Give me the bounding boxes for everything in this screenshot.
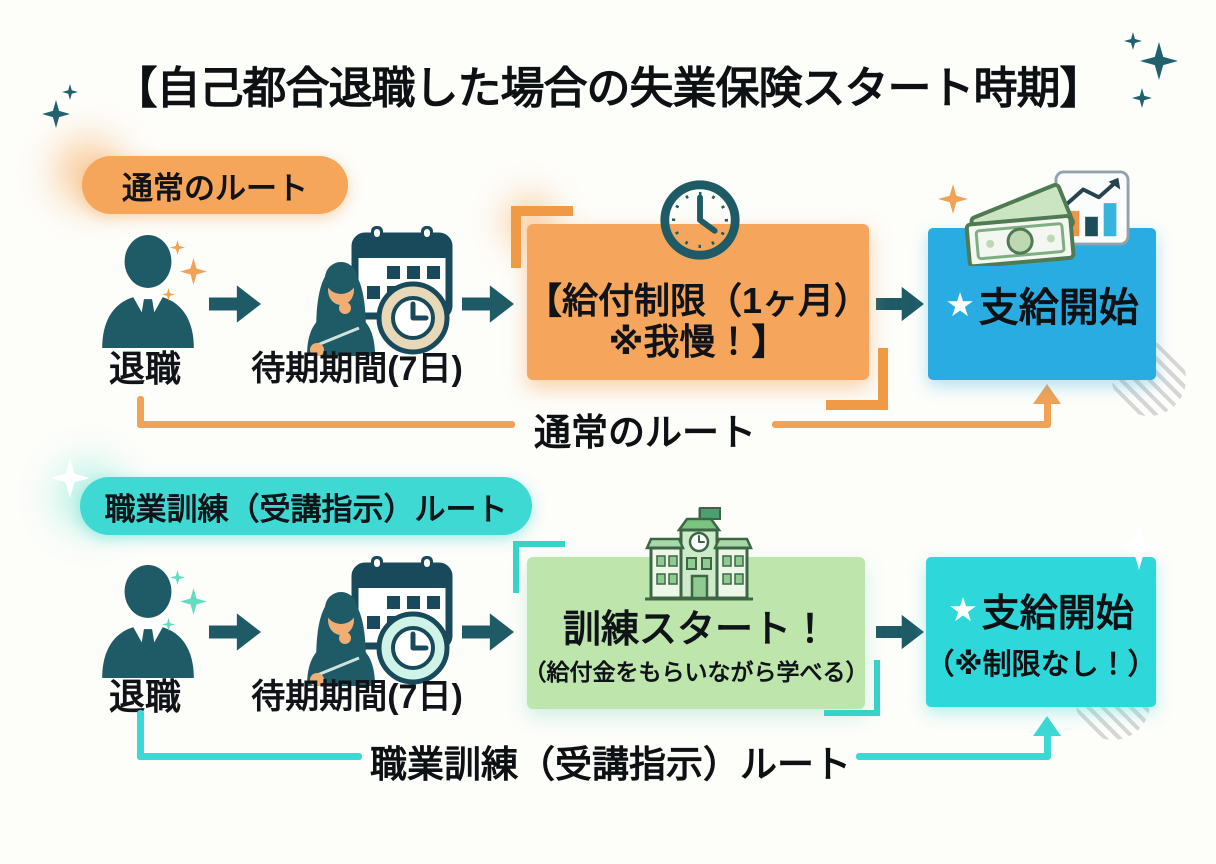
arrow-right-icon <box>209 612 261 652</box>
route1-step1-label: 退職 <box>108 348 181 389</box>
route1-line <box>137 421 515 428</box>
route1-result-label: 支給開始 <box>978 286 1139 330</box>
route1-line <box>1044 402 1051 428</box>
businessperson-icon <box>96 234 200 348</box>
route1-line-label: 通常のルート <box>534 412 756 453</box>
school-icon <box>642 506 756 604</box>
route1-badge-label: 通常のルート <box>122 170 308 206</box>
businessperson-icon <box>96 564 200 678</box>
route1-box-line2: ※我慢！】 <box>608 321 788 363</box>
page-title: 【自己都合退職した場合の失業保険スタート時期】 <box>113 64 1104 113</box>
arrow-right-icon <box>876 612 924 652</box>
star-icon: ★ <box>945 285 975 323</box>
route1-badge: 通常のルート <box>82 156 348 214</box>
route2-arrowhead-icon <box>1033 716 1061 736</box>
route1-line <box>772 421 1050 428</box>
corner-bracket <box>511 206 573 268</box>
route1-restriction-box: 【給付制限（1ヶ月） ※我慢！】 <box>525 224 871 380</box>
route2-line <box>137 710 144 760</box>
money-bills-icon <box>962 182 1082 269</box>
route1-step2-label: 待期期間(7日) <box>251 350 463 388</box>
route1-box-line1: 【給付制限（1ヶ月） <box>525 280 871 321</box>
route2-result-label: 支給開始 <box>981 592 1134 635</box>
route2-line <box>137 753 362 760</box>
route2-box-line1: 訓練スタート！ <box>562 609 829 651</box>
star-icon: ★ <box>948 590 978 628</box>
arrow-right-icon <box>462 612 514 652</box>
route2-payment-start-box: ★ 支給開始 （※制限なし！） <box>925 557 1157 707</box>
arrow-right-icon <box>462 284 514 324</box>
corner-bracket <box>824 660 880 716</box>
route2-line <box>856 753 1050 760</box>
corner-bracket <box>826 348 888 410</box>
route2-line-label: 職業訓練（受講指示）ルート <box>370 744 851 785</box>
growth-chart-icon <box>1054 170 1130 246</box>
arrow-right-icon <box>209 284 261 324</box>
clock-icon <box>656 176 744 264</box>
woman-calendar-clock-icon <box>292 226 464 357</box>
route2-result-note: （※制限なし！） <box>925 648 1157 681</box>
corner-bracket <box>513 541 565 593</box>
route2-badge-label: 職業訓練（受講指示）ルート <box>104 491 508 527</box>
route2-badge: 職業訓練（受講指示）ルート <box>80 477 532 535</box>
route2-step1-label: 退職 <box>108 676 181 717</box>
route2-box-line2: （給付金をもらいながら学べる） <box>523 658 869 685</box>
sparkle-icon <box>1124 32 1142 50</box>
route2-step2-label: 待期期間(7日) <box>251 678 463 716</box>
route2-line <box>1044 734 1051 760</box>
arrow-right-icon <box>876 284 924 324</box>
route1-line <box>137 396 144 428</box>
route1-arrowhead-icon <box>1033 384 1061 404</box>
woman-calendar-clock-icon <box>292 556 464 687</box>
